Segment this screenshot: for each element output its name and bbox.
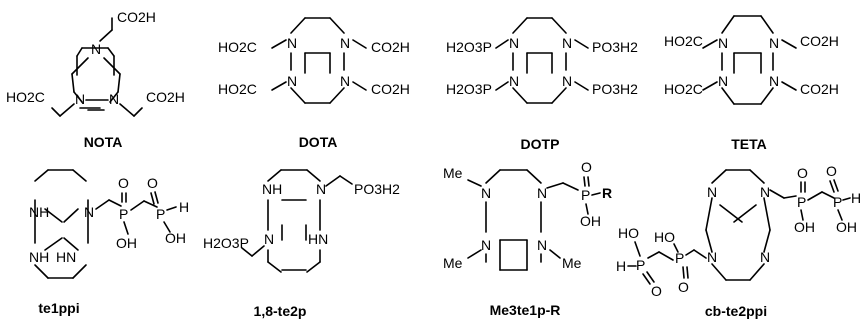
teta-n-bl: N [718, 73, 728, 89]
teta-group-tl: HO2C [664, 33, 703, 49]
cb-te2ppi-label: cb-te2ppi [705, 303, 767, 319]
me3te1p-n-br: N [537, 237, 547, 253]
te2p-group-right: PO3H2 [354, 181, 400, 197]
me3te1p-me-top: Me [443, 165, 463, 181]
dota-n-bl: N [287, 73, 297, 89]
te1ppi-hn-br: HN [56, 249, 76, 265]
cbte-ho2: HO [654, 229, 675, 245]
te2p-hn-br: HN [308, 231, 328, 247]
dota-group-tr: CO2H [371, 39, 410, 55]
nota-group-top: CO2H [117, 9, 156, 25]
cbte-oh2: OH [836, 219, 857, 235]
te1ppi-nh-bl: NH [29, 249, 49, 265]
me3te1p-label: Me3te1p-R [490, 302, 561, 318]
nota-group-right: CO2H [146, 89, 185, 105]
teta-structure: N N N N HO2C CO2H HO2C CO2H TETA [664, 15, 839, 152]
dotp-n-tl: N [509, 35, 519, 51]
me3te1p-n-tr: N [537, 185, 547, 201]
te2p-n-tr: N [316, 181, 326, 197]
nota-n-left: N [75, 91, 85, 107]
nota-label: NOTA [84, 134, 123, 150]
te1ppi-p2: P [156, 206, 165, 222]
teta-n-tl: N [718, 35, 728, 51]
te1ppi-oh2: OH [165, 230, 186, 246]
te1ppi-h: H [179, 199, 189, 215]
dota-n-tr: N [340, 35, 350, 51]
te1ppi-nh-tl: NH [29, 204, 49, 220]
teta-group-tr: CO2H [800, 33, 839, 49]
cbte-o2: O [826, 163, 837, 179]
dotp-group-tr: PO3H2 [592, 39, 638, 55]
me3te1p-me-right: Me [562, 255, 582, 271]
me3te1p-n-tl: N [481, 185, 491, 201]
te1ppi-o1: O [118, 175, 129, 191]
cbte-p3: P [675, 250, 684, 266]
cbte-n-tl: N [707, 184, 717, 200]
cbte-n-tr: N [760, 184, 770, 200]
dota-group-br: CO2H [371, 81, 410, 97]
cbte-oh1: OH [794, 219, 815, 235]
cbte-p2: P [833, 194, 842, 210]
dota-group-bl: HO2C [218, 81, 257, 97]
nota-n-right: N [109, 91, 119, 107]
dotp-group-bl: H2O3P [446, 81, 492, 97]
te2p-n-bl: N [264, 231, 274, 247]
teta-n-tr: N [769, 35, 779, 51]
te2p-group-left: H2O3P [203, 235, 249, 251]
me3te1p-oh: OH [580, 213, 601, 229]
te2p-nh-tl: NH [262, 181, 282, 197]
cbte-n-bl: N [707, 249, 717, 265]
te2p-structure: NH N N HN PO3H2 H2O3P 1,8-te2p [203, 169, 400, 319]
me3te1p-o: O [581, 159, 592, 175]
dotp-structure: N N N N H2O3P PO3H2 H2O3P PO3H2 DOTP [446, 17, 638, 152]
te1ppi-oh1: OH [116, 235, 137, 251]
me3te1p-r: R [602, 185, 612, 201]
me3te1p-structure: N N N N Me Me Me O P R OH Me3te1p-R [443, 159, 612, 318]
dotp-label: DOTP [521, 136, 560, 152]
te1ppi-label: te1ppi [38, 300, 79, 316]
me3te1p-me-left: Me [443, 255, 463, 271]
me3te1p-p: P [581, 187, 590, 203]
dotp-n-bl: N [509, 73, 519, 89]
cbte-o4: O [678, 279, 689, 295]
dotp-group-br: PO3H2 [592, 81, 638, 97]
dota-n-tl: N [287, 35, 297, 51]
cbte-p4: P [636, 257, 645, 273]
cbte-h2: H [616, 258, 626, 274]
cbte-p1: P [797, 194, 806, 210]
cbte-o1: O [797, 165, 808, 181]
te1ppi-structure: NH N NH HN O P O P H OH OH te1ppi [29, 169, 189, 316]
te2p-label: 1,8-te2p [254, 303, 307, 319]
teta-n-br: N [769, 73, 779, 89]
nota-n-top: N [91, 41, 101, 57]
cbte-ho1: HO [618, 225, 639, 241]
me3te1p-n-bl: N [481, 237, 491, 253]
cbte-n-br: N [760, 249, 770, 265]
dota-structure: N N N N HO2C CO2H HO2C CO2H DOTA [218, 17, 410, 150]
dotp-n-br: N [562, 73, 572, 89]
cbte-h1: H [851, 190, 861, 206]
dota-label: DOTA [299, 134, 338, 150]
cbte-o3: O [651, 283, 662, 299]
te1ppi-o2: O [147, 175, 158, 191]
teta-group-bl: HO2C [664, 81, 703, 97]
teta-group-br: CO2H [800, 81, 839, 97]
dota-n-br: N [340, 73, 350, 89]
teta-label: TETA [731, 136, 767, 152]
te1ppi-n-tr: N [84, 204, 94, 220]
dotp-group-tl: H2O3P [446, 39, 492, 55]
dotp-n-tr: N [562, 35, 572, 51]
dota-group-tl: HO2C [218, 39, 257, 55]
te1ppi-p1: P [119, 206, 128, 222]
nota-group-left: HO2C [6, 89, 45, 105]
cb-te2ppi-structure: N N N N O P O P H OH OH P HO O P HO [616, 163, 861, 319]
nota-structure: N CO2H N N HO2C CO2H NOTA [6, 9, 185, 150]
